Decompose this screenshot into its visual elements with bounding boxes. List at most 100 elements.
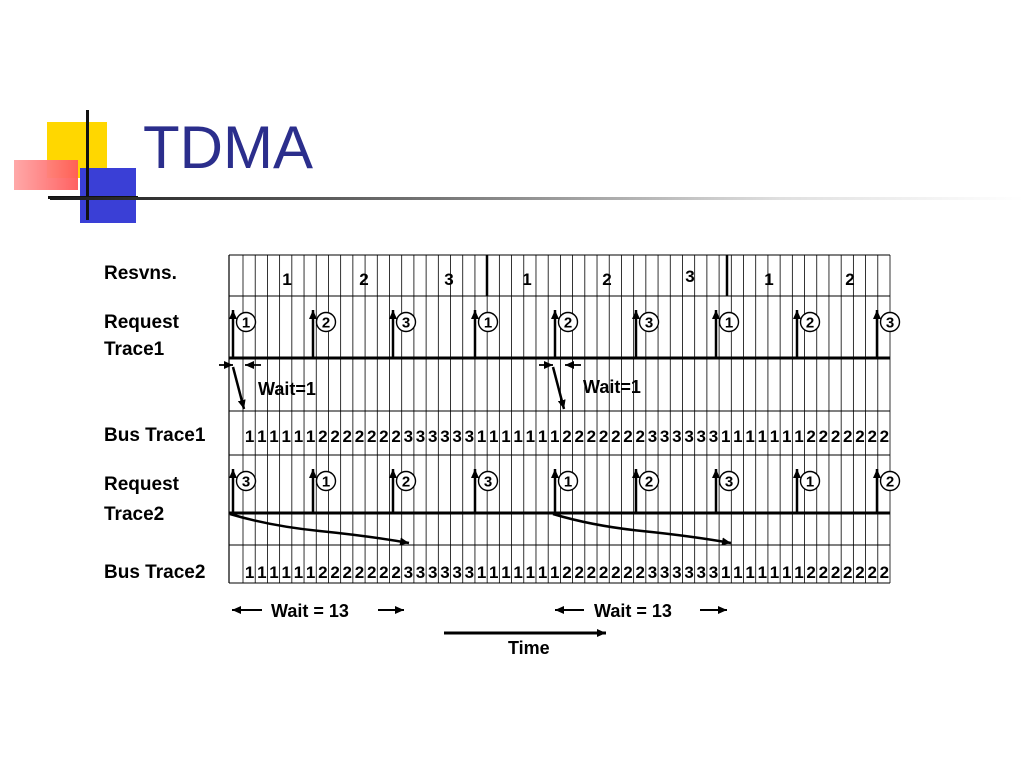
request-trace1-marker-number: 1 [242, 315, 250, 332]
request-trace1-marker-circle [315, 311, 337, 333]
bus-trace2-cell: 3 [672, 563, 681, 582]
request-trace1-marker-number: 1 [725, 315, 733, 332]
reservation-label: 3 [444, 270, 453, 289]
reservation-label: 3 [685, 267, 694, 286]
request-trace2-marker-circle [315, 470, 337, 492]
bus-trace1-cell: 3 [709, 427, 718, 446]
wait-thirteen-arrow-2 [552, 512, 732, 546]
bus-trace1-cell: 2 [599, 427, 608, 446]
bus-trace1-cell: 3 [660, 427, 669, 446]
bus-trace2-cell: 2 [379, 563, 388, 582]
row-label-request-trace1-line2: Trace1 [104, 339, 165, 360]
request-trace2-marker-circle [718, 470, 740, 492]
bus-trace1-cell: 1 [281, 427, 290, 446]
bus-trace2-cell: 2 [636, 563, 645, 582]
bus-trace2-cell: 1 [477, 563, 486, 582]
bus-trace1-cell: 1 [794, 427, 803, 446]
reservation-labels: 1 2 3 1 2 3 1 2 [282, 267, 854, 289]
request-trace2-marker-number: 1 [322, 474, 330, 491]
request-trace1-marker-circle [477, 311, 499, 333]
bus-trace1-cell: 3 [416, 427, 425, 446]
bus-trace2-cell: 3 [452, 563, 461, 582]
bus-trace1-cell: 1 [245, 427, 254, 446]
bus-trace1-cell: 3 [672, 427, 681, 446]
bus-trace1-cell: 1 [550, 427, 559, 446]
request-trace2-marker-number: 3 [242, 474, 250, 491]
request-trace2-marker-number: 3 [484, 474, 492, 491]
bus-trace2-cell: 2 [819, 563, 828, 582]
bus-trace2-cell: 1 [745, 563, 754, 582]
bus-trace2-cell: 2 [343, 563, 352, 582]
bus-trace1-cell: 2 [843, 427, 852, 446]
bus-trace2-cell: 2 [574, 563, 583, 582]
bus-trace2-cell: 2 [806, 563, 815, 582]
bus-trace1-cell: 1 [526, 427, 535, 446]
bus-trace1-cell: 2 [806, 427, 815, 446]
bus-trace2-cell: 1 [294, 563, 303, 582]
bus-trace1-cell: 2 [367, 427, 376, 446]
request-trace2-marker-number: 1 [564, 474, 572, 491]
bus-trace1-cell: 2 [855, 427, 864, 446]
request-trace1-marker-circle [638, 311, 660, 333]
bus-trace2-cell: 3 [684, 563, 693, 582]
reservation-label: 2 [602, 270, 611, 289]
bus-trace2-cell: 3 [416, 563, 425, 582]
logo-pink-glow [14, 160, 78, 190]
bus-trace2-cell: 3 [428, 563, 437, 582]
diagram-grid [228, 254, 891, 584]
request-trace2-marker-circle [638, 470, 660, 492]
bus-trace1-cell: 2 [355, 427, 364, 446]
bus-trace2-cell: 1 [257, 563, 266, 582]
bus-trace2-cell: 2 [330, 563, 339, 582]
bus-trace2-cell: 3 [660, 563, 669, 582]
bus-trace2-cell: 1 [758, 563, 767, 582]
bus-trace2-cell: 1 [501, 563, 510, 582]
bus-trace1-cell: 2 [318, 427, 327, 446]
bus-trace1-cell: 2 [819, 427, 828, 446]
row-label-request-trace1-line1: Request [104, 312, 180, 333]
request-trace1-marker-number: 2 [806, 315, 814, 332]
bus-trace1-cell: 1 [477, 427, 486, 446]
bus-trace1-cell: 3 [440, 427, 449, 446]
bus-trace1-cell: 3 [428, 427, 437, 446]
row-label-request-trace2-line1: Request [104, 474, 180, 495]
bus-trace2-cell: 2 [623, 563, 632, 582]
bus-trace1-cell: 2 [343, 427, 352, 446]
wait-thirteen-arrow-1 [229, 512, 410, 546]
wait-one-1-delay-arrow [231, 366, 246, 410]
bus-trace2-cell: 1 [721, 563, 730, 582]
bus-trace1-cell: 3 [404, 427, 413, 446]
request-trace2-marker-number: 3 [725, 474, 733, 491]
bus-trace1-cell: 3 [697, 427, 706, 446]
bus-trace2-cell: 1 [306, 563, 315, 582]
request-trace2-marker-circle [235, 470, 257, 492]
bus-trace2-cell: 1 [513, 563, 522, 582]
request-trace1-marker-circle [718, 311, 740, 333]
bus-trace2-cell: 1 [733, 563, 742, 582]
bus-trace2-cell: 1 [269, 563, 278, 582]
request-trace2-marker-circle [799, 470, 821, 492]
row-label-reservations: Resvns. [104, 263, 177, 284]
row-label-bus-trace2: Bus Trace2 [104, 562, 205, 583]
bus-trace2-cell: 2 [880, 563, 889, 582]
bus-trace1-cell: 1 [538, 427, 547, 446]
bus-trace1-cell: 2 [623, 427, 632, 446]
bus-trace1-cell: 1 [257, 427, 266, 446]
request-trace1-marker-number: 3 [402, 315, 410, 332]
bus-trace1-cell: 1 [782, 427, 791, 446]
bus-trace1-cell: 2 [867, 427, 876, 446]
logo-vertical-line [86, 110, 89, 220]
request-trace1-marker-number: 3 [645, 315, 653, 332]
bus-trace1-cell: 1 [733, 427, 742, 446]
bus-trace1-cell: 2 [611, 427, 620, 446]
bus-trace1-cell: 2 [379, 427, 388, 446]
bus-trace2-cell: 2 [855, 563, 864, 582]
reservation-label: 1 [764, 270, 773, 289]
bus-trace2-cell: 3 [648, 563, 657, 582]
request-trace1-marker-circle [557, 311, 579, 333]
reservation-label: 1 [522, 270, 531, 289]
bus-trace1-cell: 2 [880, 427, 889, 446]
request-trace1-marker-circle [235, 311, 257, 333]
request-trace2-marker-circle [879, 470, 901, 492]
